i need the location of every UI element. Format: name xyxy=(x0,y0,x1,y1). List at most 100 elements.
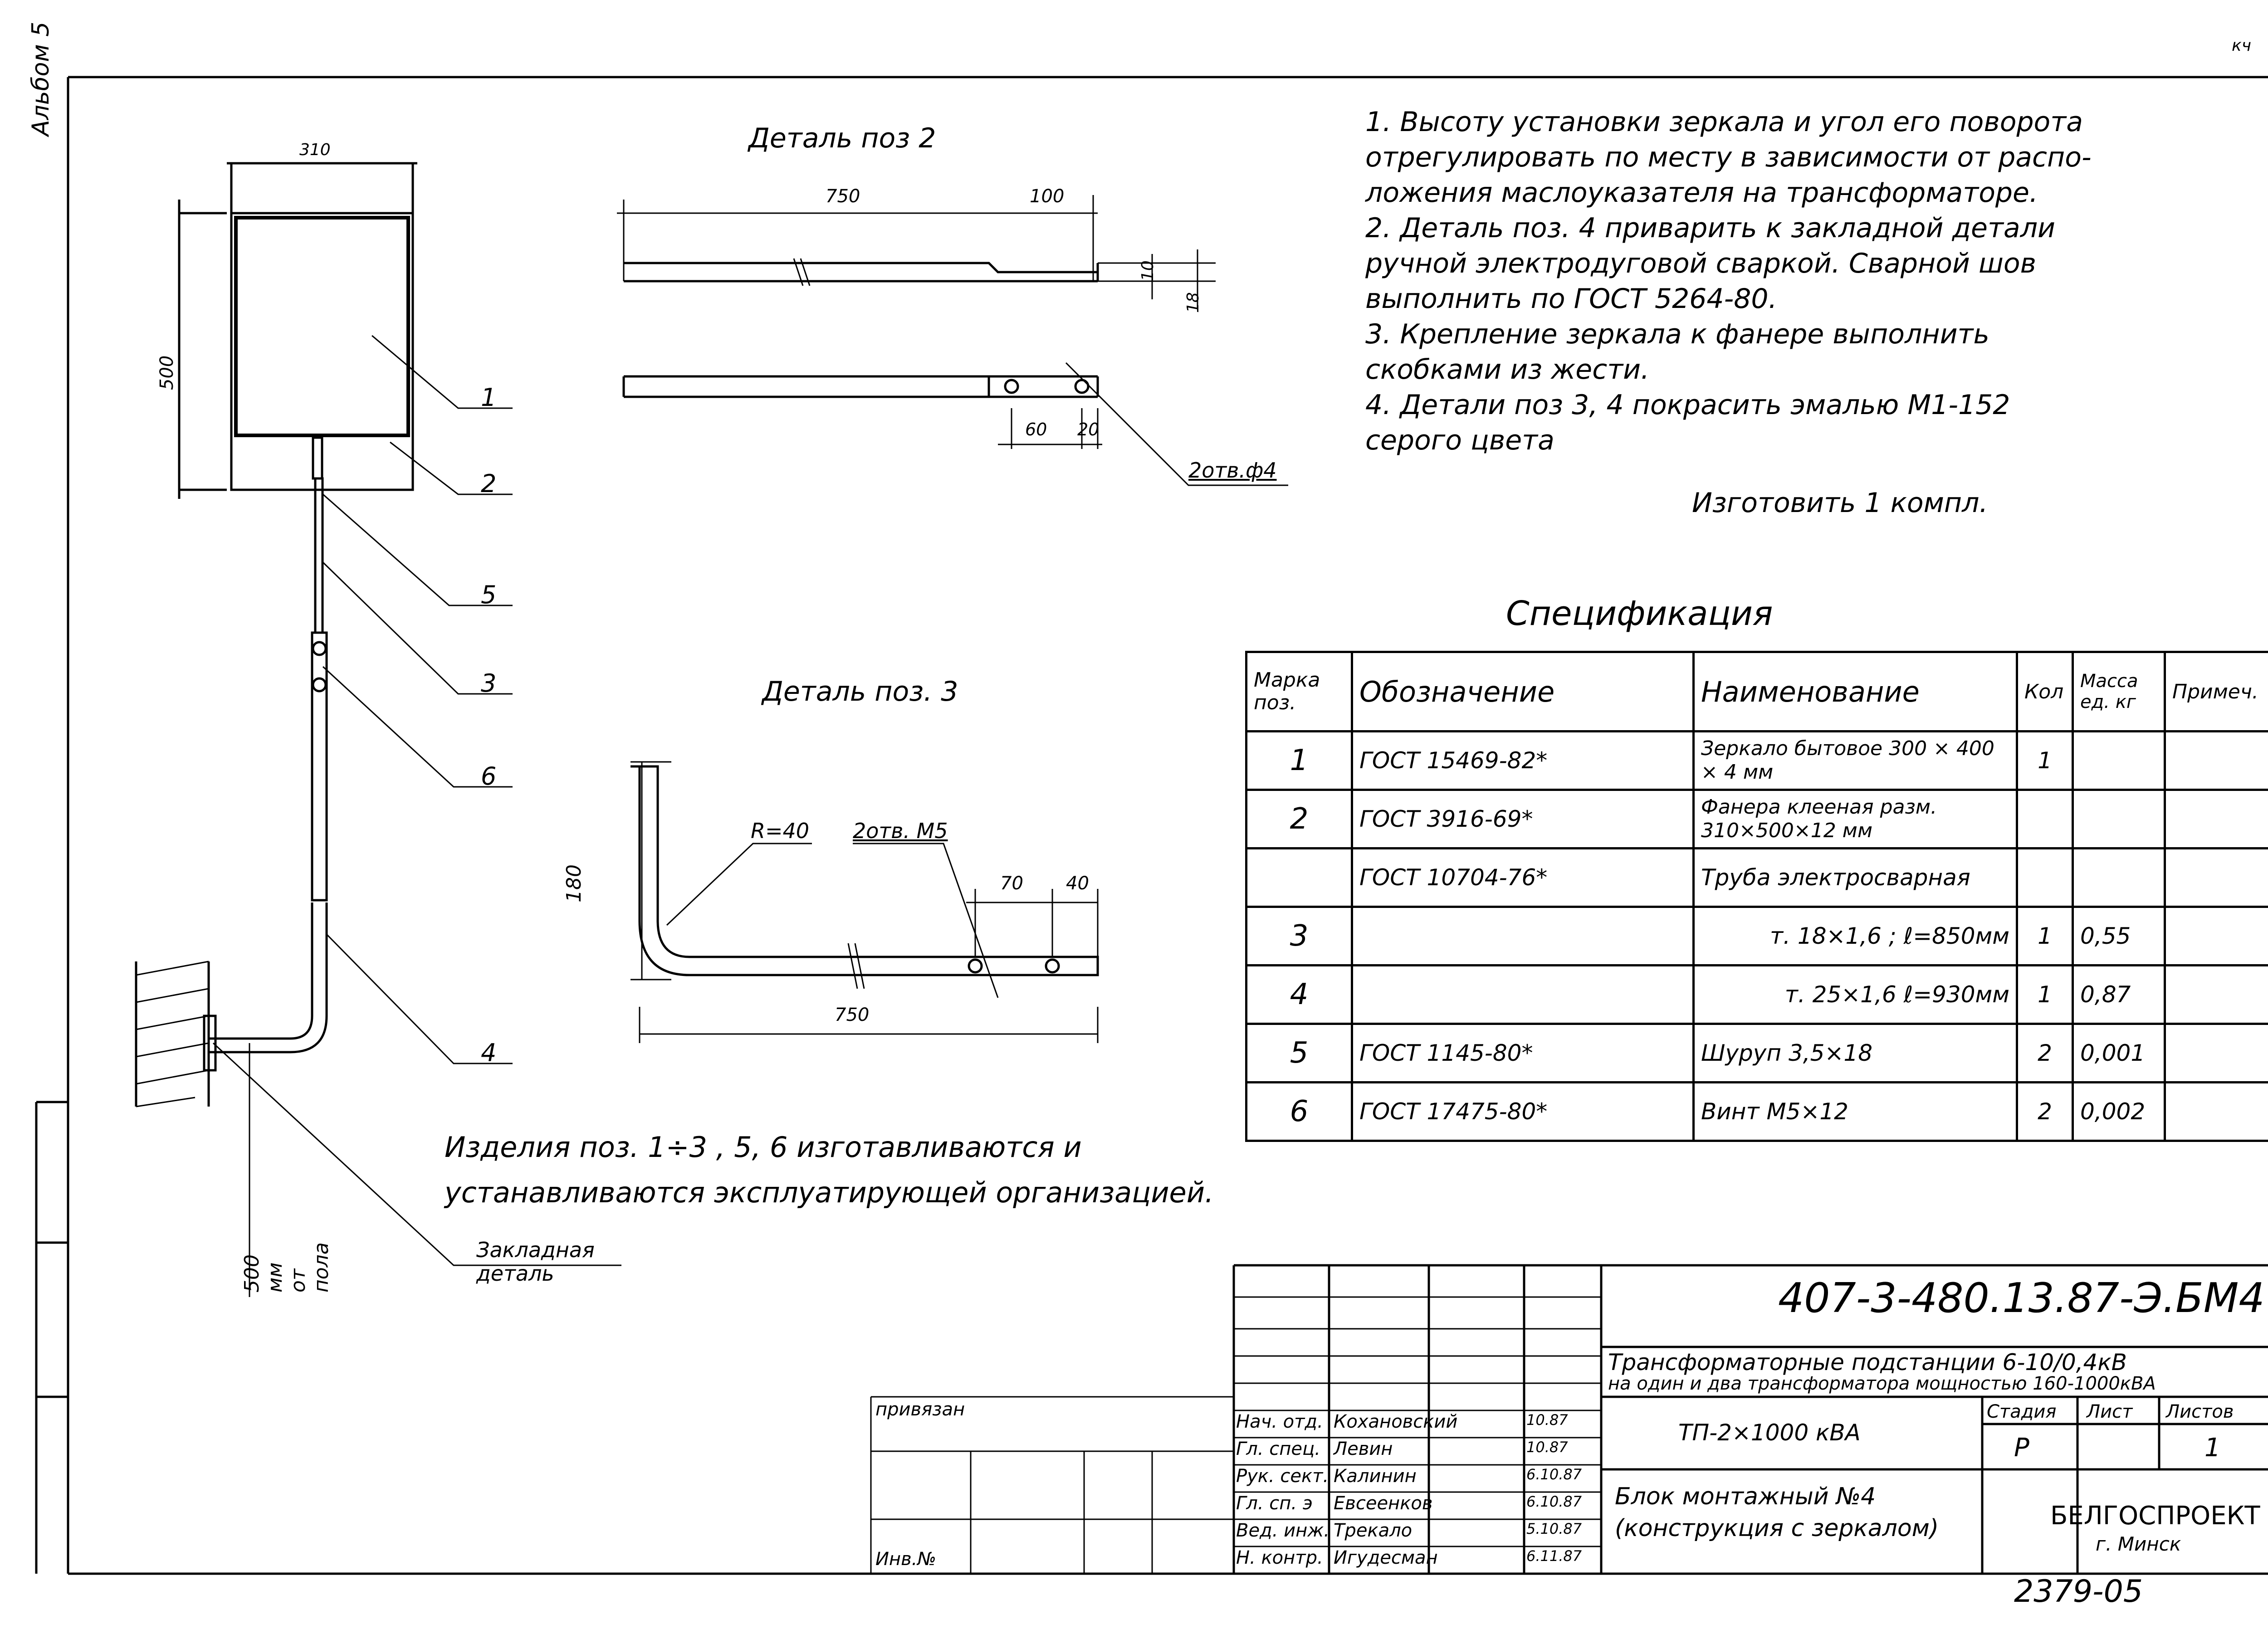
spec-mass: 0,002 xyxy=(2072,1081,2166,1142)
callout-5: 5 xyxy=(481,580,497,609)
d3-holes-label: 2отв. M5 xyxy=(853,819,948,843)
d2-dim-100: 100 xyxy=(1030,186,1065,207)
leader-6 xyxy=(322,666,513,788)
spec-qty: 1 xyxy=(2016,730,2074,791)
staff-name: Евсеенков xyxy=(1334,1493,1433,1514)
d2-dim-thick xyxy=(1098,249,1216,308)
spec-title: Спецификация xyxy=(1506,594,1773,633)
spec-row: 5 ГОСТ 1145-80* Шуруп 3,5×18 2 0,001 xyxy=(1245,1023,2268,1083)
leader-4 xyxy=(326,933,513,1064)
spec-mass xyxy=(2072,789,2166,849)
spec-row: 6 ГОСТ 17475-80* Винт М5×12 2 0,002 xyxy=(1245,1081,2268,1142)
d3-hole-1 xyxy=(968,958,983,974)
d3-dim-180: 180 xyxy=(562,864,586,902)
d3-radius-label: R=40 xyxy=(751,819,810,843)
d3-dim-70: 70 xyxy=(1000,873,1023,894)
tb-left-grid xyxy=(870,1396,1234,1574)
d2-holes-label: 2отв.ф4 xyxy=(1188,458,1277,483)
make-note: Изготовить 1 компл. xyxy=(1692,487,1988,519)
spec-header-designation: Обозначение xyxy=(1351,651,1695,732)
staff-date: 10.87 xyxy=(1526,1411,1568,1429)
object-name: ТП-2×1000 кВА xyxy=(1678,1419,1861,1446)
sheet-title-2: (конструкция с зеркалом) xyxy=(1615,1515,1939,1542)
bolt-lower xyxy=(312,677,327,693)
d2-dim-top xyxy=(617,195,1098,281)
note-line: 2. Деталь поз. 4 приварить к закладной д… xyxy=(1365,212,2056,244)
spec-header-mass: Масса ед. кг xyxy=(2072,651,2166,732)
note-line: 4. Детали поз 3, 4 покрасить эмалью М1-1… xyxy=(1365,389,2010,421)
d2-top-view xyxy=(622,375,1099,398)
stage-label: Стадия xyxy=(1987,1401,2057,1422)
linked-label: привязан xyxy=(875,1399,965,1420)
staff-name: Трекало xyxy=(1334,1520,1413,1541)
spec-pos: 6 xyxy=(1245,1081,1353,1142)
embedded-label: Закладная деталь xyxy=(476,1238,595,1286)
callout-3: 3 xyxy=(481,669,497,697)
callout-4: 4 xyxy=(481,1039,497,1067)
spec-mass: 0,55 xyxy=(2072,906,2166,966)
note-line: 3. Крепление зеркала к фанере выполнить xyxy=(1365,318,1989,350)
inv-label: Инв.№ xyxy=(875,1549,936,1570)
spec-mass: 0,87 xyxy=(2072,964,2166,1025)
spec-row: ГОСТ 10704-76* Труба электросварная xyxy=(1245,847,2268,908)
d3-dim-750: 750 xyxy=(835,1005,870,1025)
spec-row: 3 т. 18×1,6 ; ℓ=850мм 1 0,55 xyxy=(1245,906,2268,966)
spec-note xyxy=(2164,906,2268,966)
spec-name: Шуруп 3,5×18 xyxy=(1692,1023,2018,1083)
leader-3 xyxy=(322,561,513,695)
d2-dim-holes xyxy=(998,408,1102,449)
d3-break xyxy=(847,943,865,989)
staff-name: Калинин xyxy=(1334,1466,1417,1487)
spec-note xyxy=(2164,730,2268,791)
spec-note xyxy=(2164,789,2268,849)
spec-mass: 0,001 xyxy=(2072,1023,2166,1083)
spec-qty xyxy=(2016,789,2074,849)
bottom-note-line: устанавливаются эксплуатирующей организа… xyxy=(445,1176,1214,1209)
d2-dim-750: 750 xyxy=(826,186,860,207)
wall-lines xyxy=(135,961,210,1107)
wall-hatch xyxy=(136,961,209,1107)
staff-role: Гл. спец. xyxy=(1236,1439,1320,1459)
spec-name: Винт М5×12 xyxy=(1692,1081,2018,1142)
detail-pos2-title: Деталь поз 2 xyxy=(748,122,936,154)
staff-role: Вед. инж. xyxy=(1236,1520,1330,1541)
staff-role: Рук. сект. xyxy=(1236,1466,1329,1487)
d2-side-view xyxy=(624,262,1099,283)
mirror-outline xyxy=(234,216,410,437)
spec-note xyxy=(2164,1023,2268,1083)
spec-pos: 5 xyxy=(1245,1023,1353,1083)
spec-pos: 1 xyxy=(1245,730,1353,791)
tube-pos4-bend xyxy=(209,902,328,1054)
d3-radius-leader xyxy=(666,843,812,926)
spec-name: т. 18×1,6 ; ℓ=850мм xyxy=(1692,906,2018,966)
spec-pos xyxy=(1245,847,1353,908)
staff-date: 6.10.87 xyxy=(1526,1493,1582,1510)
dim-500-line xyxy=(178,200,227,499)
org-name: БЕЛГОСПРОЕКТ xyxy=(2050,1501,2260,1531)
d2-hole-2 xyxy=(1074,379,1090,394)
d3-bent-tube xyxy=(631,765,1099,976)
spec-qty: 2 xyxy=(2016,1023,2074,1083)
d3-dim-750 xyxy=(639,1007,1099,1043)
sheet-label: Лист xyxy=(2087,1401,2133,1422)
screw-bracket xyxy=(312,436,323,480)
note-line: выполнить по ГОСТ 5264-80. xyxy=(1365,283,1777,315)
spec-qty: 1 xyxy=(2016,964,2074,1025)
spec-header-row: Марка поз. Обозначение Наименование Кол … xyxy=(1245,651,2268,732)
spec-name: Труба электросварная xyxy=(1692,847,2018,908)
staff-date: 6.10.87 xyxy=(1526,1466,1582,1483)
leader-embedded xyxy=(212,1042,621,1266)
height-label: 500 мм от пола xyxy=(240,1242,333,1293)
spec-designation xyxy=(1351,964,1695,1025)
spec-pos: 4 xyxy=(1245,964,1353,1025)
staff-name: Левин xyxy=(1334,1439,1393,1459)
spec-pos: 2 xyxy=(1245,789,1353,849)
leader-1 xyxy=(371,335,513,409)
note-line: 1. Высоту установки зеркала и угол его п… xyxy=(1365,106,2083,138)
tb-staff-cols xyxy=(1232,1264,2268,1574)
dim-310: 310 xyxy=(299,141,331,159)
stage-value: Р xyxy=(2014,1433,2029,1463)
bottom-note: Изделия поз. 1÷3 , 5, 6 изготавливаются … xyxy=(445,1125,1214,1215)
staff-date: 10.87 xyxy=(1526,1439,1568,1456)
